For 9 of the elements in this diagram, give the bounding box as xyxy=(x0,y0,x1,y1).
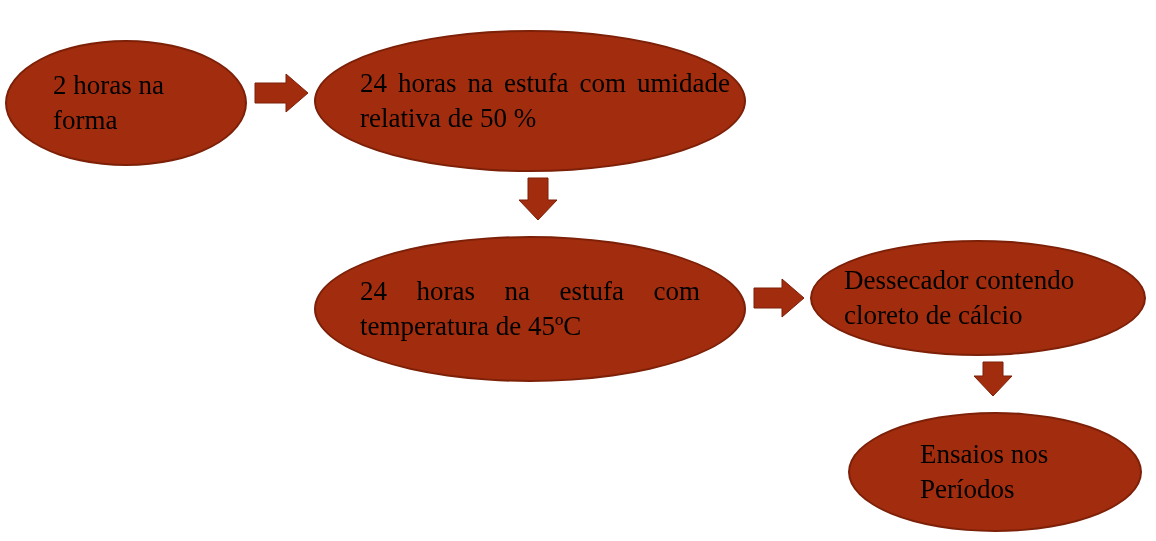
block-arrow xyxy=(518,177,558,221)
step-text: 2 horas na forma xyxy=(53,68,165,137)
step-text: 24 horas na estufa com temperatura de 45ºC xyxy=(360,274,700,343)
step-text: Dessecador contendo cloreto de cálcio xyxy=(844,263,1076,332)
step-text: 24 horas na estufa com umidade relativa de 50 % xyxy=(360,66,730,135)
block-arrow xyxy=(973,361,1013,397)
step-text: Ensaios nos Períodos xyxy=(920,437,1050,506)
block-arrow xyxy=(753,278,805,318)
block-arrow xyxy=(254,73,309,113)
